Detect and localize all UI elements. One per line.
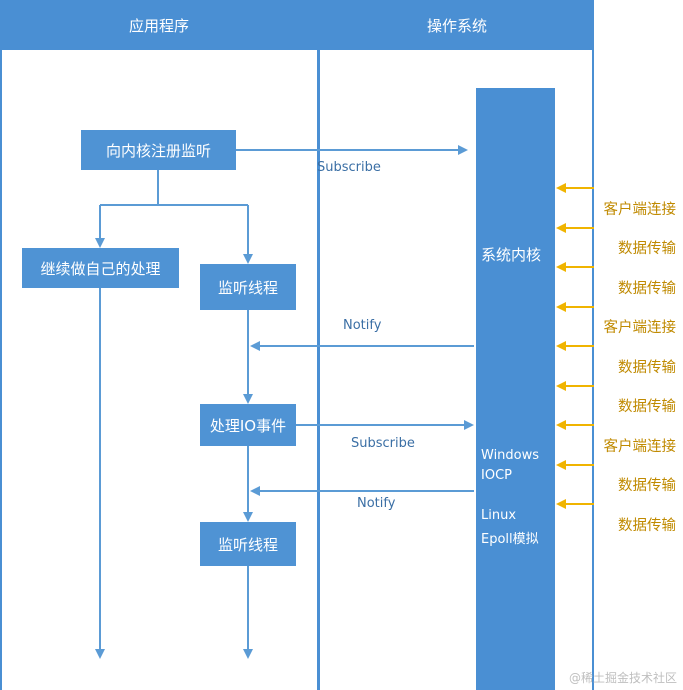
left-border	[0, 0, 2, 690]
register-listener-box: 向内核注册监听	[81, 130, 236, 170]
handle-io-label: 处理IO事件	[209, 416, 287, 435]
incoming-label: 客户端连接	[603, 202, 677, 218]
incoming-label: 数据传输	[618, 360, 676, 376]
kernel-epoll-label: Epoll模拟	[481, 532, 539, 547]
kernel-windows-label: Windows	[481, 448, 540, 463]
app-column-title: 应用程序	[128, 16, 189, 35]
watermark: @稀土掘金技术社区	[568, 671, 677, 685]
listen-thread-box-2: 监听线程	[200, 522, 296, 566]
app-column-header: 应用程序	[0, 0, 318, 50]
subscribe-label-1: Subscribe	[317, 160, 381, 175]
listen-thread-box-1: 监听线程	[200, 264, 296, 310]
kernel-title: 系统内核	[481, 246, 542, 264]
incoming-label: 客户端连接	[603, 439, 677, 455]
listen-thread-label-2: 监听线程	[217, 535, 278, 554]
incoming-label: 客户端连接	[603, 320, 677, 336]
subscribe-label-2: Subscribe	[351, 436, 415, 451]
kernel-iocp-label: IOCP	[481, 468, 512, 483]
kernel-block	[476, 88, 555, 690]
continue-work-label: 继续做自己的处理	[40, 259, 161, 278]
incoming-label: 数据传输	[618, 478, 676, 494]
notify-label-1: Notify	[343, 318, 382, 333]
incoming-label: 数据传输	[618, 518, 676, 534]
notify-label-2: Notify	[357, 496, 396, 511]
continue-work-box: 继续做自己的处理	[22, 248, 179, 288]
incoming-label: 数据传输	[618, 399, 676, 415]
incoming-label: 数据传输	[618, 281, 676, 297]
listen-thread-label-1: 监听线程	[217, 278, 278, 297]
kernel-linux-label: Linux	[481, 508, 517, 523]
register-listener-label: 向内核注册监听	[105, 141, 211, 160]
incoming-label: 数据传输	[618, 241, 676, 257]
os-column-header: 操作系统	[320, 0, 594, 50]
handle-io-box: 处理IO事件	[200, 404, 296, 446]
os-column-title: 操作系统	[426, 16, 487, 35]
